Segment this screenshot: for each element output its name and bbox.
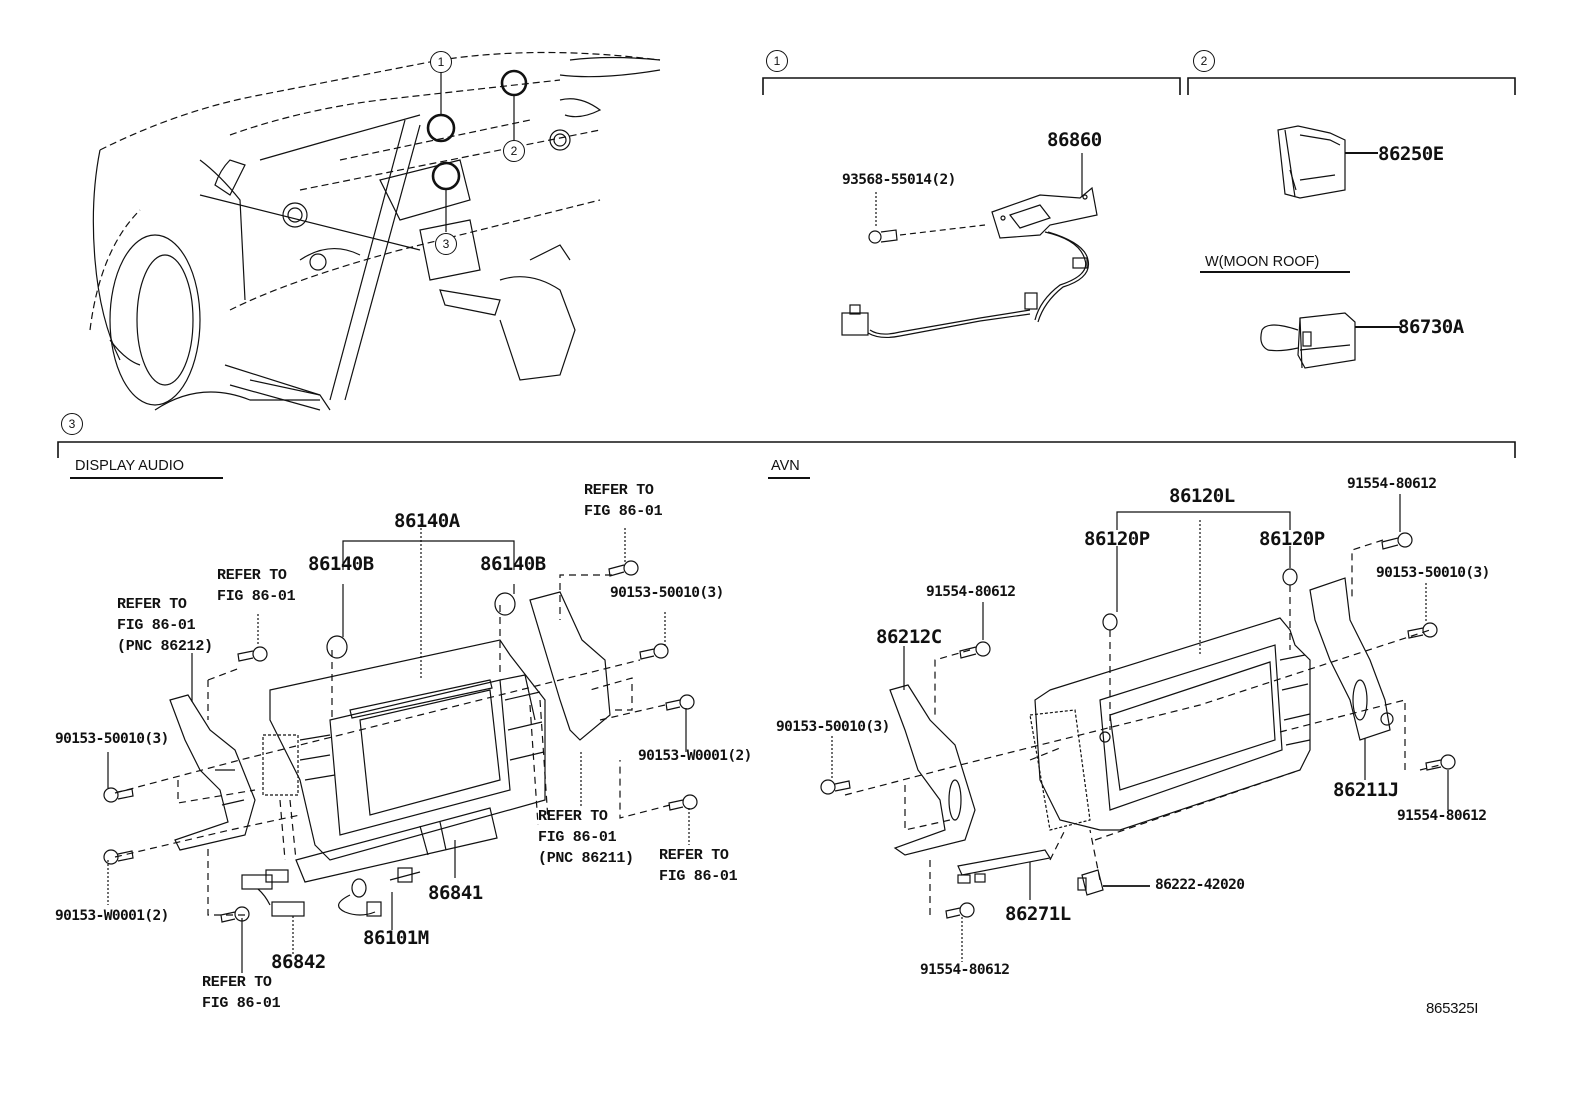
callout-3-vehicle: 3: [435, 233, 457, 255]
callout-2-section: 2: [1193, 50, 1215, 72]
part-86860-drawing: [841, 153, 1098, 339]
part-number-90153-50010-avn-left[interactable]: 90153-50010(3): [776, 719, 890, 735]
part-number-90153-50010-avn-right[interactable]: 90153-50010(3): [1376, 565, 1490, 581]
screw-93568: [868, 224, 986, 244]
part-86841-drawing: [295, 807, 498, 883]
part-86271L-drawing: [957, 849, 1051, 900]
part-number-86120L[interactable]: 86120L: [1169, 485, 1235, 507]
part-number-93568-55014[interactable]: 93568-55014(2): [842, 172, 956, 188]
refer-to-fig-pnc-86211[interactable]: REFER TO FIG 86-01 (PNC 86211): [538, 808, 634, 867]
figure-code: 865325I: [1426, 1000, 1479, 1017]
display-audio-assembly-lines: [114, 574, 671, 916]
part-number-86860[interactable]: 86860: [1047, 129, 1102, 151]
part-number-86120P-right[interactable]: 86120P: [1259, 528, 1325, 550]
refer-to-fig-left-upper[interactable]: REFER TO FIG 86-01: [217, 567, 296, 605]
display-audio-title: DISPLAY AUDIO: [75, 458, 185, 474]
callout-1-section: 1: [766, 50, 788, 72]
part-number-86250E[interactable]: 86250E: [1378, 143, 1444, 165]
part-number-86101M[interactable]: 86101M: [363, 927, 429, 949]
part-number-86212C[interactable]: 86212C: [876, 626, 942, 648]
part-number-86120P-left[interactable]: 86120P: [1084, 528, 1150, 550]
avn-leaders: [831, 494, 1449, 962]
callout-3-section: 3: [61, 413, 83, 435]
display-audio-leaders: [107, 528, 690, 973]
part-number-91554-80612-top-right[interactable]: 91554-80612: [1347, 476, 1437, 492]
part-number-86211J[interactable]: 86211J: [1333, 779, 1399, 801]
locator-leaders: [440, 72, 515, 232]
part-number-86140A[interactable]: 86140A: [394, 510, 460, 532]
part-number-86841[interactable]: 86841: [428, 882, 483, 904]
callout-2-vehicle: 2: [503, 140, 525, 162]
knobs-86140B: [326, 592, 516, 659]
display-audio-screws: [103, 560, 698, 923]
part-number-90153-50010-da-right[interactable]: 90153-50010(3): [610, 585, 724, 601]
part-number-86842[interactable]: 86842: [271, 951, 326, 973]
part-number-86730A[interactable]: 86730A: [1398, 316, 1464, 338]
moonroof-label: W(MOON ROOF): [1205, 254, 1320, 270]
part-number-91554-80612-bottom[interactable]: 91554-80612: [920, 962, 1010, 978]
avn-brackets: [889, 577, 1394, 856]
part-86101M-drawing: [338, 867, 421, 930]
part-86250E-drawing: [1277, 125, 1378, 199]
avn-assembly-lines: [844, 539, 1441, 915]
refer-to-fig-right-bottom[interactable]: REFER TO FIG 86-01: [659, 847, 738, 885]
part-number-90153-50010-da-left[interactable]: 90153-50010(3): [55, 731, 169, 747]
avn-title: AVN: [771, 458, 800, 474]
part-number-91554-80612-right-bottom[interactable]: 91554-80612: [1397, 808, 1487, 824]
callout-1-vehicle: 1: [430, 51, 452, 73]
refer-to-fig-bottom[interactable]: REFER TO FIG 86-01: [202, 974, 281, 1012]
section-brackets: [57, 77, 1516, 458]
display-audio-unit-drawing: [262, 520, 546, 861]
part-number-86140B-left[interactable]: 86140B: [308, 553, 374, 575]
part-number-86140B-right[interactable]: 86140B: [480, 553, 546, 575]
part-number-86222-42020[interactable]: 86222-42020: [1155, 877, 1245, 893]
part-number-86271L[interactable]: 86271L: [1005, 903, 1071, 925]
part-86842-drawing: [241, 869, 305, 955]
part-86222-drawing: [1077, 869, 1150, 896]
part-86730A-drawing: [1260, 312, 1400, 369]
part-number-90153-W0001-da-left[interactable]: 90153-W0001(2): [55, 908, 169, 924]
vehicle-solid-lines: [92, 56, 661, 411]
refer-to-fig-pnc-86212[interactable]: REFER TO FIG 86-01 (PNC 86212): [117, 596, 213, 655]
part-number-90153-W0001-da-right[interactable]: 90153-W0001(2): [638, 748, 752, 764]
avn-unit-drawing: [1029, 520, 1311, 831]
part-number-91554-80612-left[interactable]: 91554-80612: [926, 584, 1016, 600]
avn-screws: [820, 532, 1456, 919]
refer-to-fig-top[interactable]: REFER TO FIG 86-01: [584, 482, 663, 520]
locator-circles: [426, 69, 528, 191]
